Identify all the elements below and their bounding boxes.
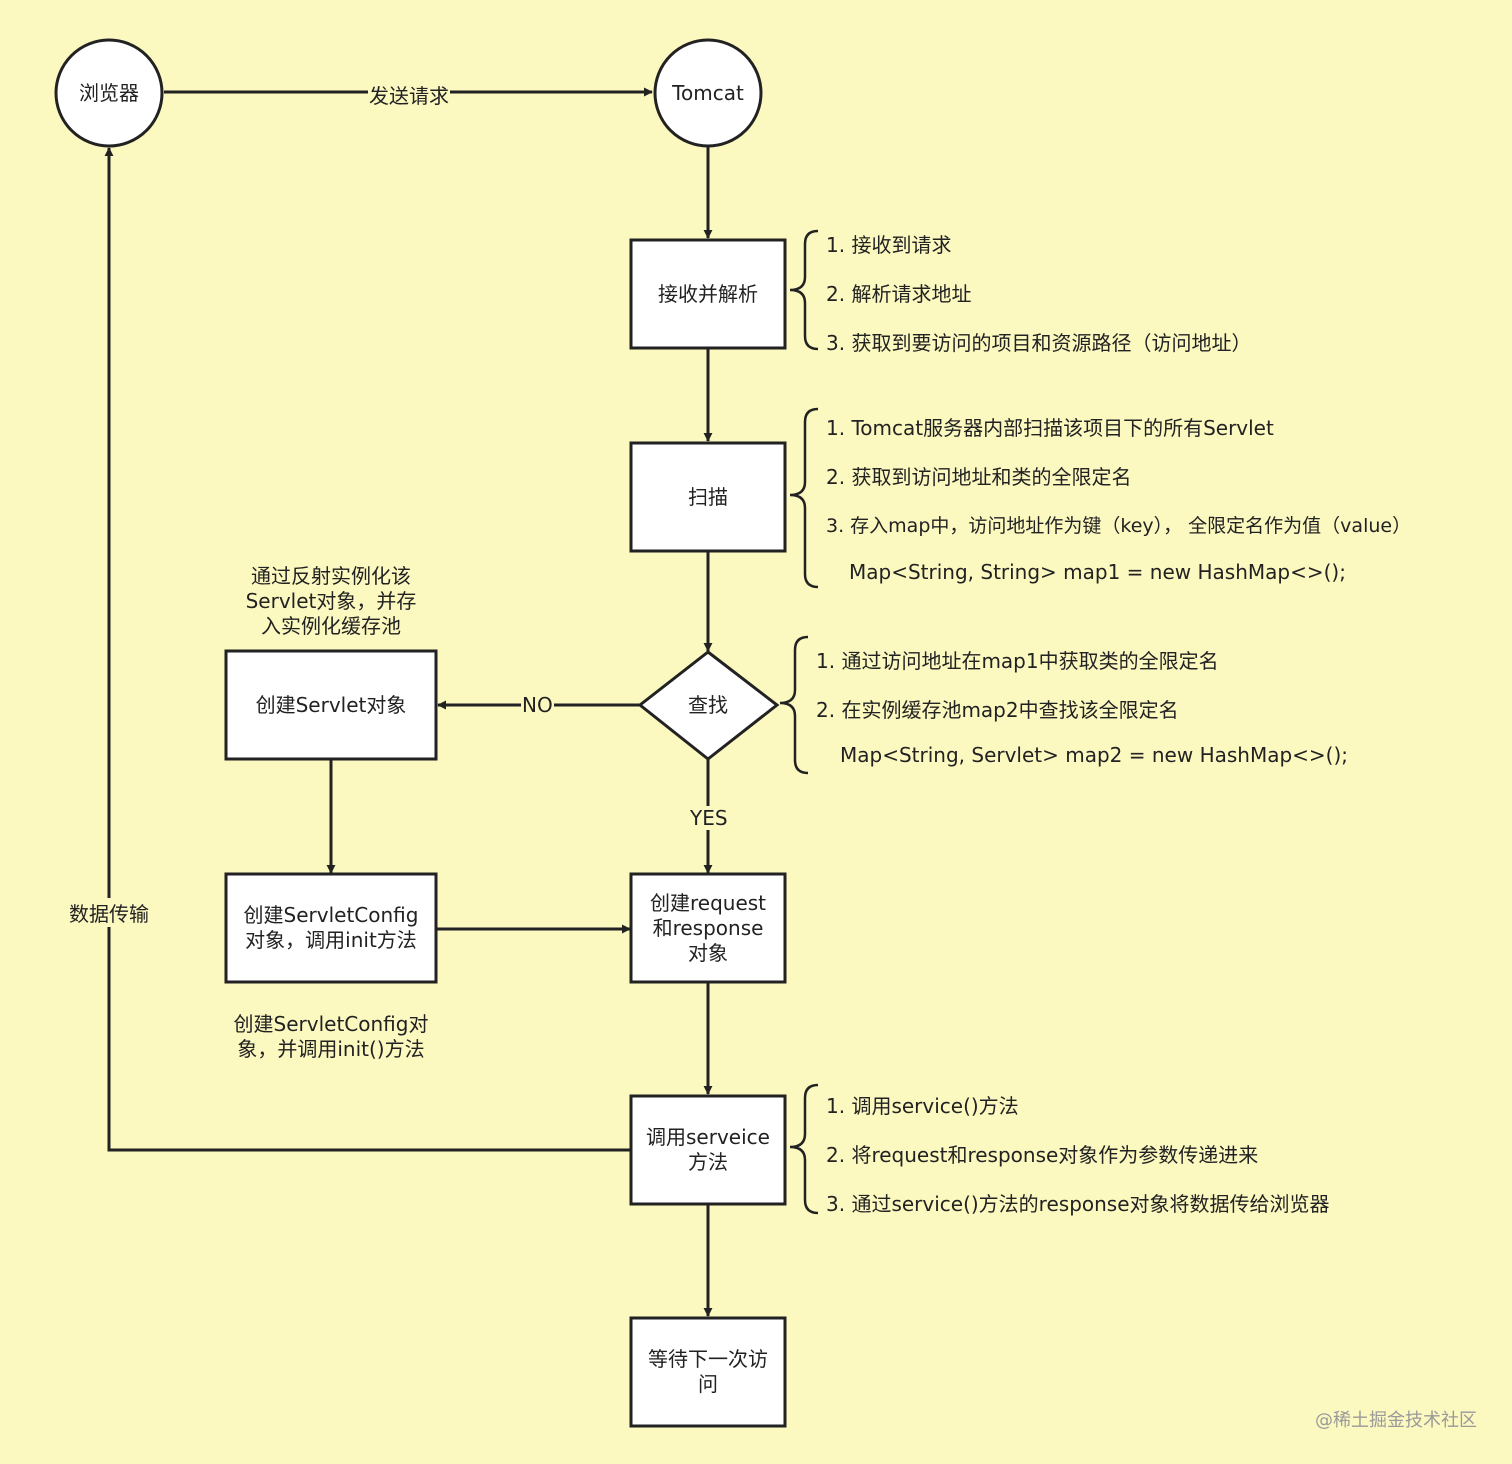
note-receive-1: 1. 接收到请求 [826, 233, 952, 257]
brace-receive [789, 229, 819, 351]
note-lookup-2: 2. 在实例缓存池map2中查找该全限定名 [816, 698, 1179, 722]
node-create-config [224, 872, 438, 984]
node-receive-label: 接收并解析 [658, 281, 758, 306]
note-lookup-1: 1. 通过访问地址在map1中获取类的全限定名 [816, 649, 1219, 673]
brace-lookup [779, 635, 809, 775]
note-scan-3: 3. 存入map中，访问地址作为键（key）， 全限定名作为值（value） [826, 515, 1412, 537]
node-create-req-resp-label: 创建request 和response 对象 [649, 890, 767, 965]
node-receive [629, 238, 787, 350]
node-scan-label: 扫描 [688, 484, 728, 509]
edge-label-yes: YES [689, 806, 729, 830]
node-create-servlet [224, 649, 438, 761]
node-browser-label: 浏览器 [79, 80, 139, 105]
node-scan [629, 441, 787, 553]
note-service-3: 3. 通过service()方法的response对象将数据传给浏览器 [826, 1192, 1330, 1216]
note-scan-1: 1. Tomcat服务器内部扫描该项目下的所有Servlet [826, 416, 1274, 440]
node-wait-label: 等待下一次访 问 [648, 1347, 768, 1396]
note-receive-2: 2. 解析请求地址 [826, 282, 972, 306]
node-call-service-label: 调用serveice 方法 [646, 1125, 770, 1174]
node-create-servlet-label: 创建Servlet对象 [255, 692, 407, 717]
node-lookup-label: 查找 [688, 692, 728, 717]
node-create-req-resp [629, 872, 787, 984]
edge-label-data-transfer: 数据传输 [68, 898, 150, 927]
node-lookup [637, 650, 780, 761]
annotation-reflect: 通过反射实例化该 Servlet对象，并存 入实例化缓存池 [245, 564, 417, 638]
edge-label-send-request: 发送请求 [368, 80, 450, 109]
note-lookup-3: Map<String, Servlet> map2 = new HashMap<… [840, 743, 1349, 767]
note-scan-4: Map<String, String> map1 = new HashMap<>… [849, 560, 1346, 584]
note-service-2: 2. 将request和response对象作为参数传递进来 [826, 1143, 1259, 1167]
node-wait [629, 1316, 787, 1428]
node-call-service [629, 1094, 787, 1206]
watermark: @稀土掘金技术社区 [1315, 1410, 1477, 1431]
annotation-config: 创建ServletConfig对 象，并调用init()方法 [233, 1012, 429, 1061]
node-tomcat [653, 38, 763, 148]
note-scan-2: 2. 获取到访问地址和类的全限定名 [826, 465, 1132, 489]
brace-service [789, 1083, 819, 1215]
node-create-config-label: 创建ServletConfig 对象，调用init方法 [243, 903, 419, 952]
note-receive-3: 3. 获取到要访问的项目和资源路径（访问地址） [826, 331, 1252, 355]
node-browser [54, 38, 164, 148]
edge-label-no: NO [521, 693, 554, 717]
brace-scan [789, 407, 819, 589]
node-tomcat-label: Tomcat [672, 80, 744, 105]
note-service-1: 1. 调用service()方法 [826, 1094, 1019, 1118]
edge-service-to-browser [104, 147, 631, 1152]
